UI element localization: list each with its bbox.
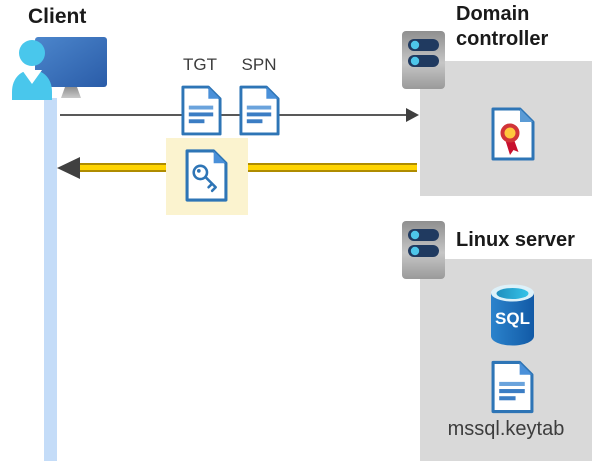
linux-server-title: Linux server	[456, 229, 575, 251]
client-timeline-bar	[44, 98, 57, 461]
sql-database-icon: SQL	[491, 284, 534, 346]
monitor-stand	[61, 87, 81, 98]
monitor-icon	[35, 37, 107, 87]
certificate-icon	[491, 107, 535, 161]
linux-server-icon	[402, 221, 445, 279]
person-body	[12, 70, 52, 100]
user-at-computer-icon	[12, 37, 107, 100]
request-arrow-line	[60, 114, 408, 116]
person-head	[19, 40, 45, 66]
client-title: Client	[28, 5, 87, 28]
tgt-label: TGT	[183, 55, 217, 74]
domain-controller-title: Domain controller	[456, 3, 549, 50]
domain-controller-server-icon	[402, 31, 445, 89]
key-document-icon	[185, 149, 228, 202]
response-arrow-head	[57, 157, 80, 179]
request-arrow-head	[406, 108, 419, 122]
tgt-document-icon	[181, 85, 222, 136]
spn-document-icon	[239, 85, 280, 136]
spn-label: SPN	[241, 55, 277, 74]
keytab-label: mssql.keytab	[447, 418, 565, 440]
keytab-document-icon	[491, 360, 534, 414]
person-collar	[22, 70, 42, 84]
sql-icon-text: SQL	[495, 309, 530, 328]
